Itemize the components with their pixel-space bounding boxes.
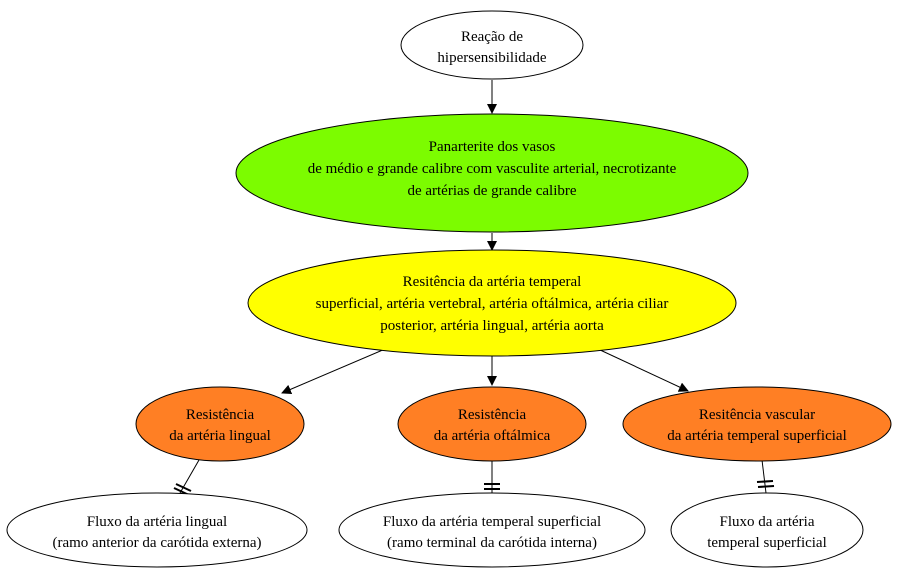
node-res-temporal-shape [622, 386, 892, 462]
node-res-temporal: Resitência vascular da artéria temperal … [622, 386, 892, 462]
node-res-ophthalmic-line2: da artéria oftálmica [434, 428, 551, 444]
node-resistance-main-shape [247, 249, 737, 357]
node-reaction-shape [400, 10, 584, 80]
node-flow-temporal-line1: Fluxo da artéria [720, 514, 815, 530]
node-flow-temporal-terminal-line1: Fluxo da artéria temperal superficial [383, 514, 601, 530]
node-flow-lingual: Fluxo da artéria lingual (ramo anterior … [6, 492, 308, 568]
node-flow-temporal: Fluxo da artéria temperal superficial [670, 492, 864, 568]
node-resistance-main: Resitência da artéria temperal superfici… [247, 249, 737, 357]
node-reaction-line2: hipersensibilidade [437, 50, 546, 66]
tee-temporal-2 [757, 485, 775, 488]
node-flow-temporal-terminal-line2: (ramo terminal da carótida interna) [387, 535, 597, 551]
node-res-lingual-line2: da artéria lingual [169, 428, 271, 444]
node-res-ophthalmic: Resistência da artéria oftálmica [397, 386, 587, 462]
edge-resistance-to-temporal [597, 348, 689, 392]
node-res-lingual-line1: Resistência [186, 407, 255, 423]
node-flow-temporal-terminal-shape [338, 492, 646, 568]
edge-resistance-to-lingual [281, 348, 386, 395]
node-res-ophthalmic-shape [397, 386, 587, 462]
node-panarteritis-line1: Panarterite dos vasos [429, 139, 556, 155]
node-res-temporal-line2: da artéria temperal superficial [667, 428, 846, 444]
node-flow-lingual-line2: (ramo anterior da carótida externa) [52, 535, 261, 551]
node-resistance-main-line2: superficial, artéria vertebral, artéria … [316, 296, 669, 312]
node-res-ophthalmic-line1: Resistência [458, 407, 527, 423]
edges [173, 80, 775, 496]
node-reaction-line1: Reação de [461, 29, 523, 45]
node-panarteritis-line2: de médio e grande calibre com vasculite … [308, 161, 677, 177]
node-panarteritis-line3: de artérias de grande calibre [407, 183, 576, 199]
node-flow-temporal-terminal: Fluxo da artéria temperal superficial (r… [338, 492, 646, 568]
node-flow-lingual-shape [6, 492, 308, 568]
node-panarteritis: Panarterite dos vasos de médio e grande … [235, 113, 749, 233]
node-flow-temporal-shape [670, 492, 864, 568]
node-panarteritis-shape [235, 113, 749, 233]
node-flow-lingual-line1: Fluxo da artéria lingual [87, 514, 227, 530]
node-res-lingual: Resistência da artéria lingual [135, 386, 305, 462]
tee-temporal-1 [756, 480, 774, 483]
node-res-temporal-line1: Resitência vascular [699, 407, 815, 423]
node-resistance-main-line1: Resitência da artéria temperal [403, 274, 582, 290]
tee-lingual-1 [175, 483, 192, 492]
edge-temporal-to-flow [761, 459, 767, 494]
node-flow-temporal-line2: temperal superficial [707, 535, 827, 551]
node-resistance-main-line3: posterior, artéria lingual, artéria aort… [380, 318, 604, 334]
node-res-lingual-shape [135, 386, 305, 462]
node-reaction: Reação de hipersensibilidade [400, 10, 584, 80]
